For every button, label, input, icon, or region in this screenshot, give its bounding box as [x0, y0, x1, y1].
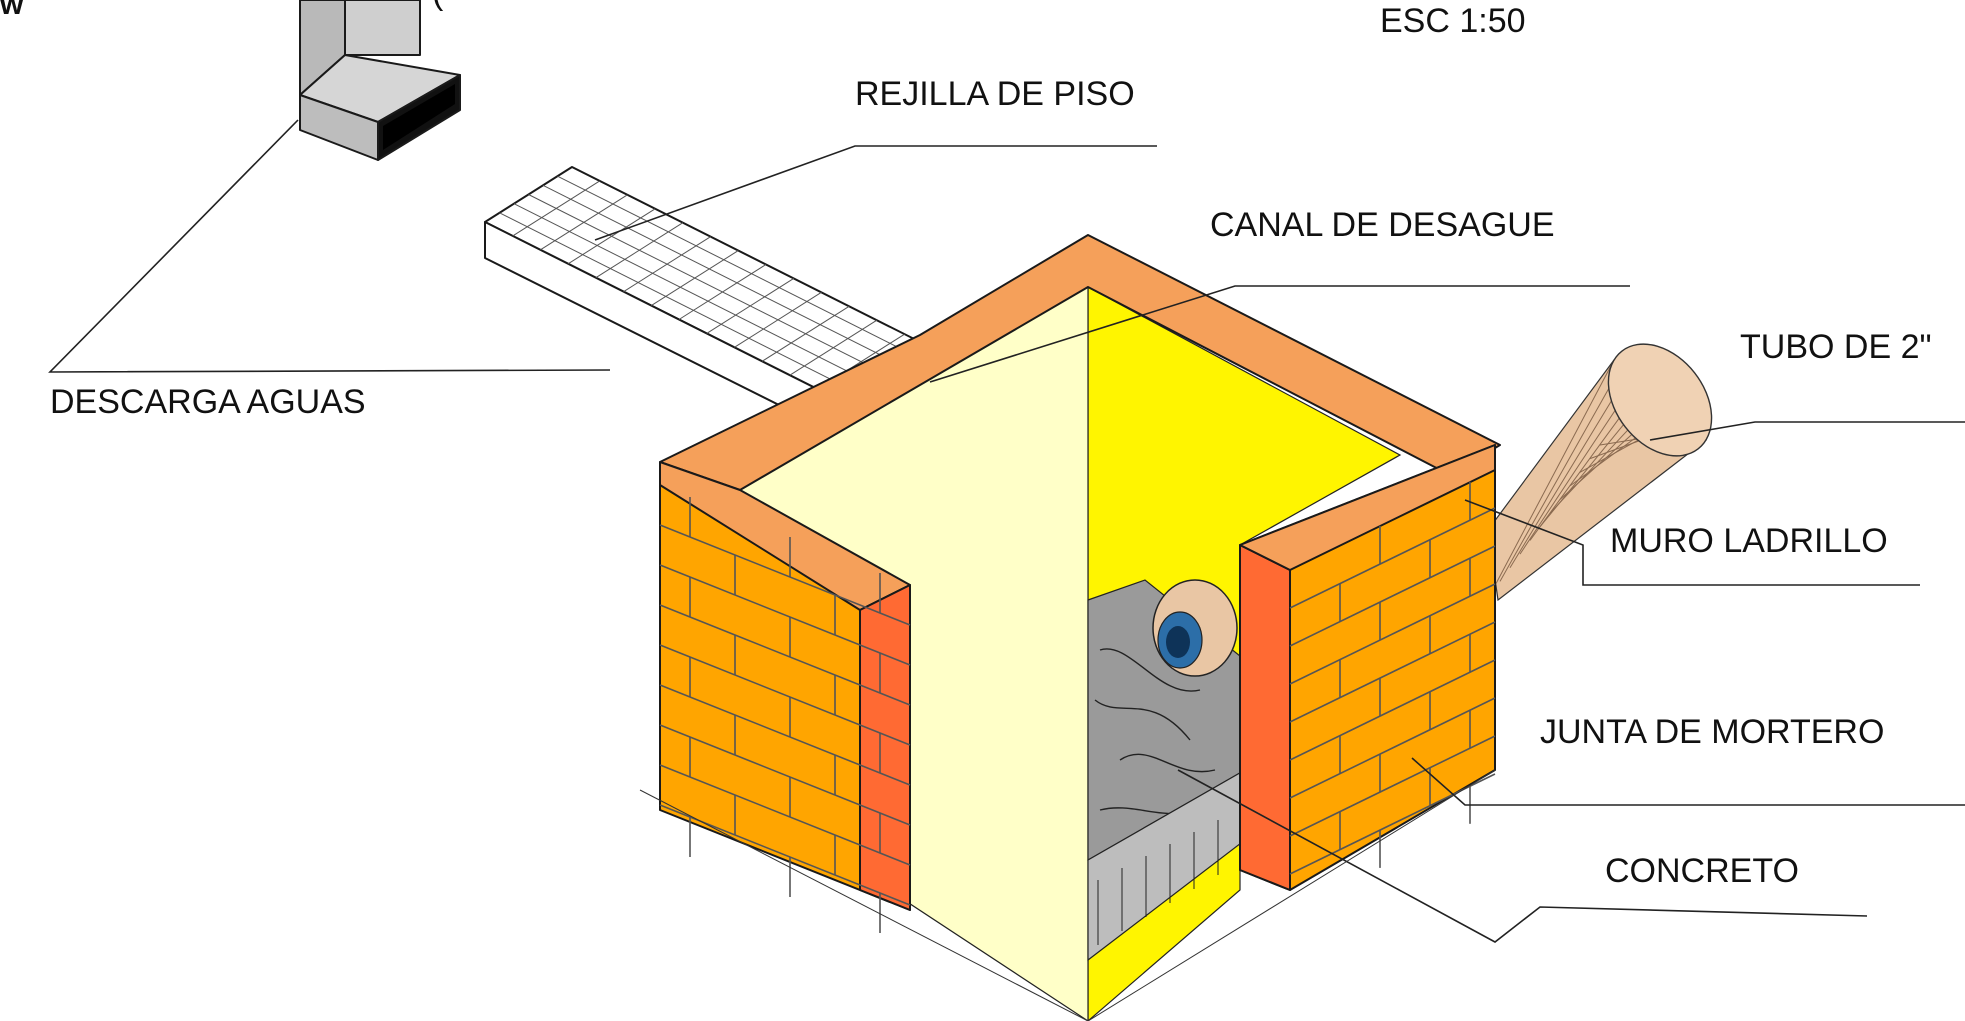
pipe-outlet — [1152, 579, 1238, 677]
label-rejilla-de-piso: REJILLA DE PISO — [855, 75, 1135, 113]
label-canal-de-desague: CANAL DE DESAGUE — [1210, 206, 1555, 244]
brick-walls — [659, 234, 1501, 933]
label-junta-de-mortero: JUNTA DE MORTERO — [1540, 713, 1884, 751]
downspout-pipe — [299, 0, 461, 161]
label-concreto: CONCRETO — [1605, 852, 1799, 890]
scale-label: ESC 1:50 — [1380, 2, 1526, 40]
label-tubo-de-2: TUBO DE 2" — [1740, 328, 1932, 366]
drain-pipe — [1487, 343, 1713, 602]
leader-lines — [48, 119, 1965, 1021]
top-paren-fragment: ( — [432, 0, 444, 12]
label-muro-ladrillo: MURO LADRILLO — [1610, 522, 1888, 560]
top-left-fragment: w — [0, 0, 24, 21]
label-descarga-aguas: DESCARGA AGUAS — [50, 383, 366, 421]
